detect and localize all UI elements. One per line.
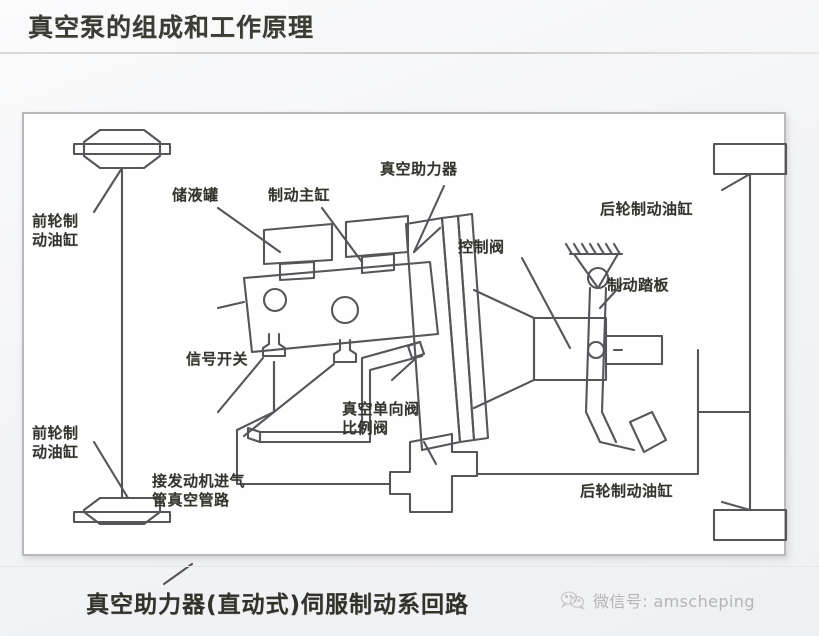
- page-title: 真空泵的组成和工作原理: [28, 13, 315, 42]
- check-valve-leader: [390, 358, 416, 382]
- label-vacuum-booster: 真空助力器: [380, 160, 458, 178]
- diagram-frame: [22, 112, 786, 556]
- label-reservoir: 储液罐: [172, 186, 219, 204]
- mc-left-port-line: [216, 300, 246, 310]
- label-front-wheel-cylinder-lower: 前轮制 动油缸: [32, 424, 79, 461]
- wechat-footer: 微信号: amscheping: [560, 588, 755, 612]
- label-master-cylinder: 制动主缸: [268, 186, 331, 204]
- leader-rear-lower: [720, 500, 752, 512]
- leader-pedal: [598, 282, 624, 310]
- label-vacuum-check-valve: 真空单向阀 比例阀: [342, 400, 420, 437]
- mc-hydraulic-down: [235, 360, 276, 432]
- leader-control-valve: [520, 256, 572, 350]
- control-valve-body: [472, 288, 664, 410]
- diagram-caption: 真空助力器(直动式)伺服制动系回路: [86, 592, 470, 618]
- vacuum-pipe: [246, 340, 426, 444]
- label-rear-wheel-cylinder-lower: 后轮制动油缸: [580, 482, 674, 500]
- signal-switch-leader-a: [216, 356, 265, 414]
- proportioning-valve: [368, 432, 479, 514]
- wechat-id-text: 微信号: amscheping: [593, 592, 755, 611]
- mc-to-proportioning-line: [235, 428, 392, 486]
- label-signal-switch: 信号开关: [186, 350, 249, 368]
- wechat-icon: [560, 590, 586, 610]
- leader-reservoir: [216, 206, 282, 254]
- rear-hydraulic-line: [475, 348, 700, 476]
- label-front-wheel-cylinder-upper: 前轮制 动油缸: [32, 212, 79, 249]
- rear-cylinder-bottom: [712, 508, 788, 542]
- title-divider: [0, 52, 819, 54]
- leader-master-cylinder: [320, 206, 364, 264]
- pedal-assembly: [564, 242, 668, 454]
- leader-front-lower: [92, 440, 130, 500]
- label-rear-wheel-cylinder-upper: 后轮制动油缸: [600, 200, 694, 218]
- label-control-valve: 控制阀: [458, 238, 505, 256]
- front-caliper-top: [72, 128, 172, 170]
- footer-divider: [0, 566, 819, 567]
- signal-switch-leader-b: [242, 362, 336, 438]
- label-brake-pedal: 制动踏板: [607, 276, 670, 294]
- leader-rear-upper: [720, 172, 752, 192]
- booster-housing: [404, 212, 490, 452]
- master-cylinder-body: [242, 260, 440, 364]
- brake-system-schematic: [72, 128, 788, 586]
- rear-cylinder-top: [712, 142, 788, 176]
- front-caliper-bottom: [72, 496, 172, 526]
- label-engine-intake-vacuum-line: 接发动机进气 管真空管路: [152, 472, 246, 509]
- leader-front-upper: [92, 166, 124, 214]
- leader-vacuum-pipe: [162, 562, 194, 586]
- leader-booster: [412, 184, 446, 254]
